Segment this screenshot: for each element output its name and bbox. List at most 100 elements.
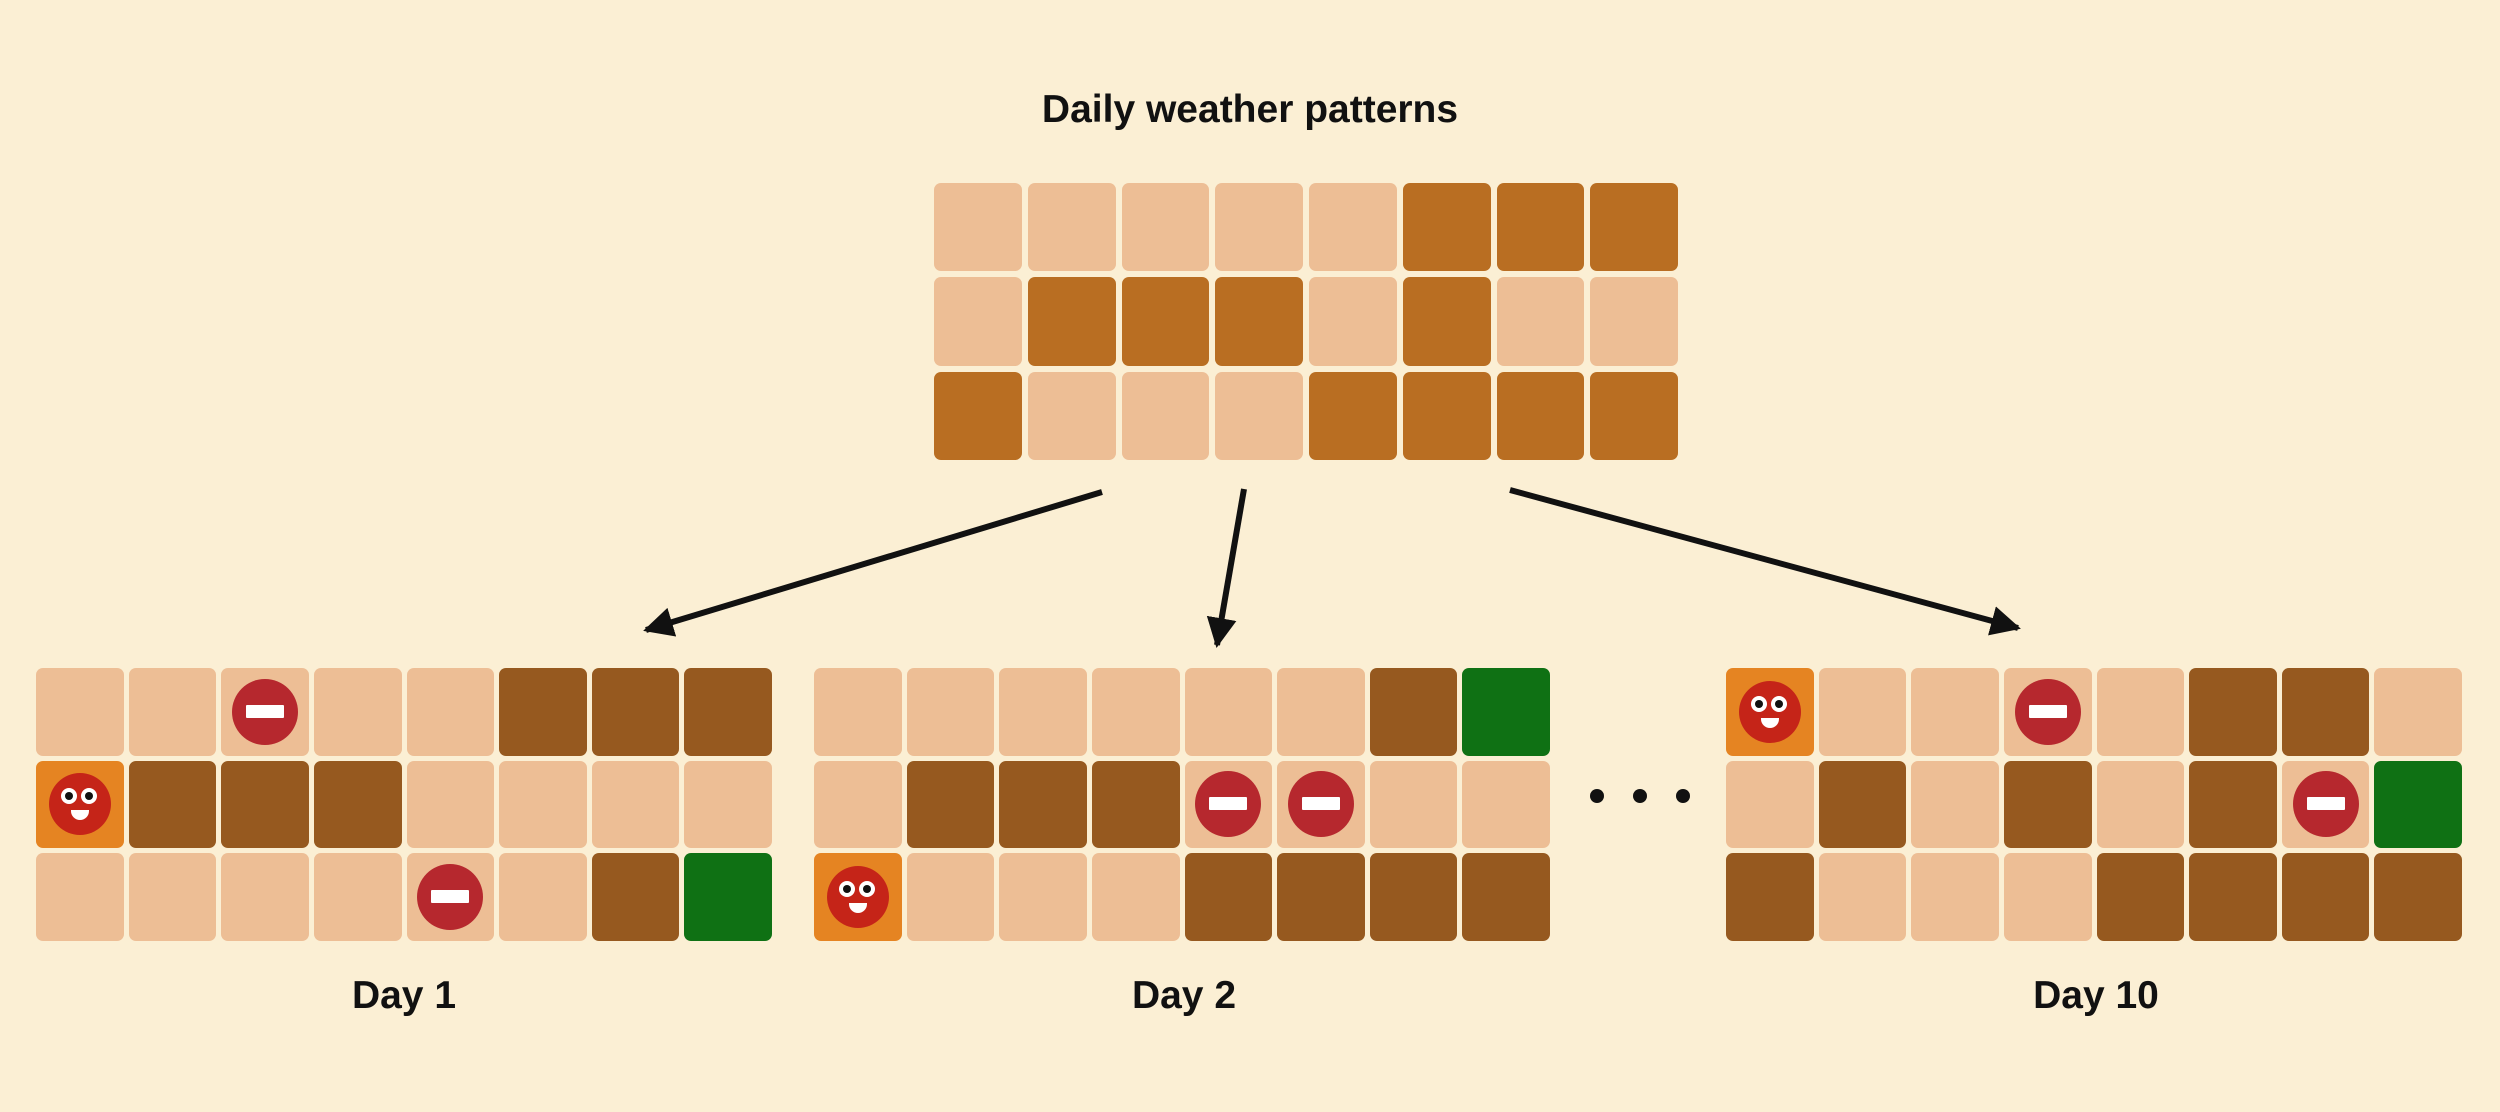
grid-cell-light	[1462, 760, 1550, 849]
grid-cell-dark	[2189, 668, 2277, 756]
grid-cell-dark	[934, 371, 1022, 460]
grid-cell-light	[2374, 668, 2462, 756]
grid-cell-dark	[1369, 853, 1458, 941]
day-2-label: Day 2	[1131, 974, 1237, 1017]
grid-cell-light	[36, 853, 124, 941]
no-entry-icon	[1287, 771, 1354, 838]
smiley-face-icon	[826, 866, 889, 929]
grid-cell-light	[1818, 668, 1907, 756]
grid-cell-dark	[1309, 371, 1397, 460]
grid-cell-light	[128, 668, 217, 756]
grid-cell-light	[934, 277, 1022, 366]
grid-cell-stop	[2281, 760, 2370, 849]
grid-cell-light	[906, 853, 995, 941]
grid-cell-light	[814, 668, 902, 756]
grid-cell-light	[1184, 668, 1273, 756]
grid-cell-light	[221, 853, 309, 941]
no-entry-icon	[2292, 771, 2359, 838]
grid-cell-dark	[1215, 277, 1303, 366]
grid-cell-light	[934, 183, 1022, 272]
grid-cell-dark	[1402, 183, 1491, 272]
grid-cell-light	[313, 668, 402, 756]
grid-cell-stop	[1277, 760, 1365, 849]
grid-cell-dark	[2189, 760, 2277, 849]
grid-cell-dark	[1369, 668, 1458, 756]
grid-cell-light	[1027, 183, 1116, 272]
no-entry-icon	[1195, 771, 1262, 838]
grid-cell-dark	[2189, 853, 2277, 941]
grid-cell-dark	[1027, 277, 1116, 366]
grid-cell-light	[1369, 760, 1458, 849]
grid-cell-dark	[499, 668, 587, 756]
grid-cell-dark	[999, 760, 1087, 849]
diagram-title: Daily weather patterns	[1041, 88, 1459, 131]
grid-cell-dark	[1496, 371, 1585, 460]
grid-cell-dark	[313, 760, 402, 849]
grid-cell-goal	[1462, 668, 1550, 756]
grid-cell-light	[591, 760, 680, 849]
grid-cell-dark	[591, 853, 680, 941]
grid-cell-dark	[2096, 853, 2185, 941]
day-1-label: Day 1	[351, 974, 457, 1017]
grid-cell-dark	[1590, 183, 1678, 272]
grid-cell-light	[1091, 853, 1180, 941]
grid-cell-stop	[406, 853, 495, 941]
grid-cell-agent	[36, 760, 124, 849]
grid-cell-light	[999, 668, 1087, 756]
grid-cell-dark	[128, 760, 217, 849]
grid-cell-light	[1277, 668, 1365, 756]
grid-cell-dark	[1121, 277, 1210, 366]
grid-cell-dark	[684, 668, 772, 756]
grid-cell-dark	[1402, 277, 1491, 366]
arrow-to-day-2	[1206, 488, 1247, 648]
grid-cell-agent	[1726, 668, 1814, 756]
grid-cell-dark	[1184, 853, 1273, 941]
smiley-face-icon	[48, 773, 111, 836]
grid-cell-dark	[906, 760, 995, 849]
grid-cell-light	[1027, 371, 1116, 460]
grid-cell-dark	[1726, 853, 1814, 941]
grid-cell-dark	[2281, 668, 2370, 756]
day-10-grid	[1726, 668, 2462, 941]
no-entry-icon	[417, 864, 484, 931]
grid-cell-light	[814, 760, 902, 849]
grid-cell-dark	[2281, 853, 2370, 941]
grid-cell-light	[128, 853, 217, 941]
grid-cell-light	[1309, 183, 1397, 272]
grid-cell-dark	[591, 668, 680, 756]
grid-cell-light	[1911, 760, 1999, 849]
grid-cell-light	[1818, 853, 1907, 941]
grid-cell-goal	[2374, 760, 2462, 849]
grid-cell-light	[1215, 371, 1303, 460]
weather-pattern-grid	[934, 183, 1678, 460]
grid-cell-dark	[1277, 853, 1365, 941]
grid-cell-light	[36, 668, 124, 756]
grid-cell-light	[2003, 853, 2092, 941]
grid-cell-light	[1726, 760, 1814, 849]
grid-cell-light	[406, 760, 495, 849]
grid-cell-dark	[221, 760, 309, 849]
arrow-to-day-10	[1509, 487, 2021, 636]
grid-cell-dark	[2374, 853, 2462, 941]
smiley-face-icon	[1738, 680, 1801, 743]
grid-cell-light	[1215, 183, 1303, 272]
grid-cell-light	[2096, 760, 2185, 849]
grid-cell-light	[1911, 853, 1999, 941]
grid-cell-light	[313, 853, 402, 941]
grid-cell-light	[2096, 668, 2185, 756]
grid-cell-light	[684, 760, 772, 849]
ellipsis-icon	[1570, 772, 1710, 820]
grid-cell-light	[406, 668, 495, 756]
day-2-grid	[814, 668, 1550, 941]
no-entry-icon	[2014, 678, 2081, 745]
grid-cell-light	[906, 668, 995, 756]
grid-cell-light	[1121, 371, 1210, 460]
grid-cell-stop	[1184, 760, 1273, 849]
day-10-label: Day 10	[2033, 974, 2159, 1017]
grid-cell-light	[1309, 277, 1397, 366]
grid-cell-stop	[2003, 668, 2092, 756]
day-1-grid	[36, 668, 772, 941]
grid-cell-dark	[1818, 760, 1907, 849]
grid-cell-light	[1496, 277, 1585, 366]
